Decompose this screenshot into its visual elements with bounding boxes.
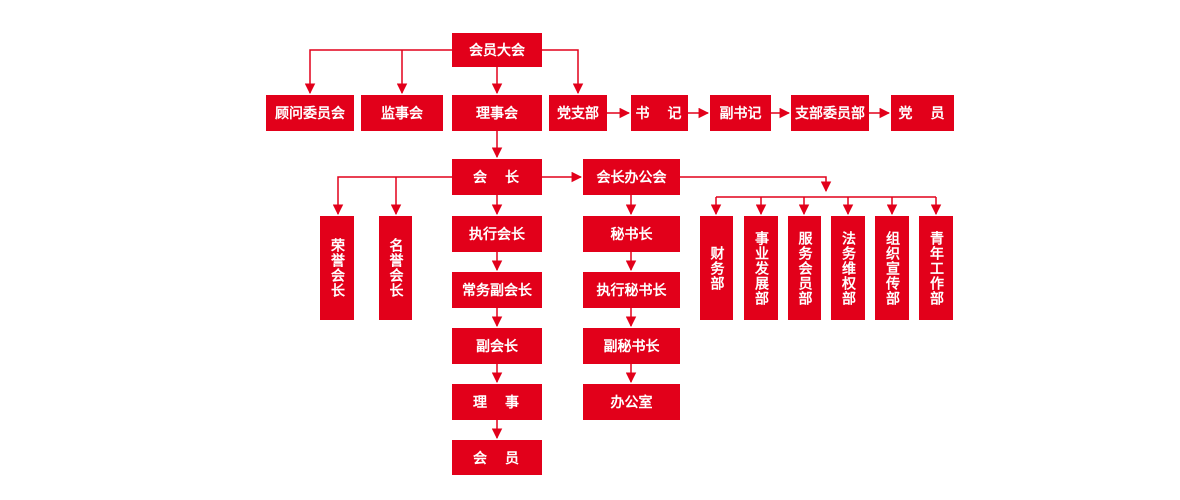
- node-deputy-secretary: 副书记: [710, 95, 771, 131]
- node-party-branch: 党支部: [549, 95, 607, 131]
- node-council: 理事会: [452, 95, 542, 131]
- node-deputy-secretary-general: 副秘书长: [583, 328, 680, 364]
- node-executive-president: 执行会长: [452, 216, 542, 252]
- node-emeritus-president: 名誉会长: [379, 216, 412, 320]
- node-finance-dept: 财务部: [700, 216, 733, 320]
- node-branch-committee: 支部委员部: [791, 95, 869, 131]
- node-director: 理 事: [452, 384, 542, 420]
- node-executive-secretary-general: 执行秘书长: [583, 272, 680, 308]
- node-publicity-dept: 组织宣传部: [875, 216, 909, 320]
- node-party-member: 党 员: [891, 95, 954, 131]
- node-standing-vice-president: 常务副会长: [452, 272, 542, 308]
- node-office: 办公室: [583, 384, 680, 420]
- node-business-development-dept: 事业发展部: [744, 216, 778, 320]
- node-member: 会 员: [452, 440, 542, 475]
- node-party-secretary: 书 记: [631, 95, 688, 131]
- node-supervisory-board: 监事会: [361, 95, 443, 131]
- node-legal-rights-dept: 法务维权部: [831, 216, 865, 320]
- node-president: 会 长: [452, 159, 542, 195]
- node-assembly: 会员大会: [452, 33, 542, 67]
- node-member-service-dept: 服务会员部: [788, 216, 821, 320]
- node-advisory-committee: 顾问委员会: [266, 95, 354, 131]
- node-youth-dept: 青年工作部: [919, 216, 953, 320]
- node-vice-president: 副会长: [452, 328, 542, 364]
- node-honorary-president: 荣誉会长: [320, 216, 354, 320]
- node-president-office-meeting: 会长办公会: [583, 159, 680, 195]
- node-secretary-general: 秘书长: [583, 216, 680, 252]
